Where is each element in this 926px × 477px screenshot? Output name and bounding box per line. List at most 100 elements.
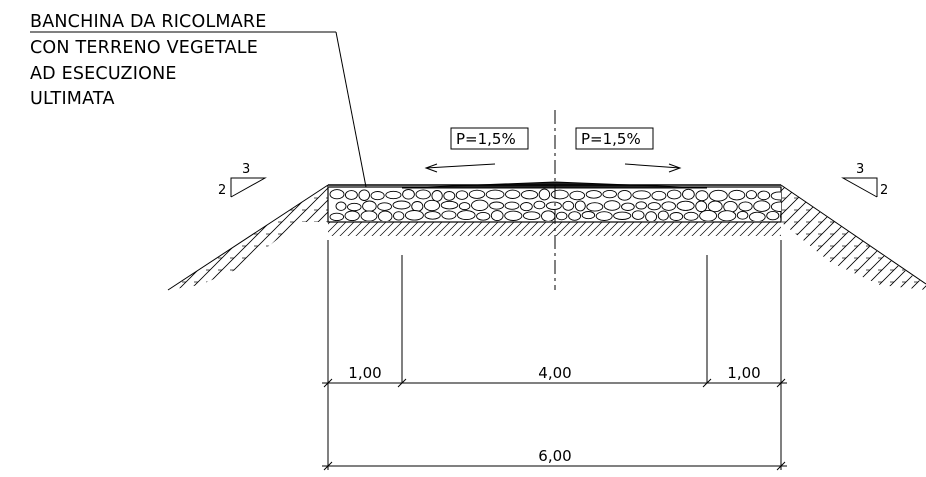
stone — [676, 200, 695, 211]
note-block: BANCHINA DA RICOLMARE CON TERRENO VEGETA… — [30, 12, 367, 188]
right-slope-line — [780, 184, 926, 285]
stone — [651, 190, 667, 201]
stone — [504, 201, 520, 210]
stone — [647, 202, 661, 211]
stone — [770, 201, 781, 212]
stone — [541, 210, 556, 221]
dim-right-shoulder: 1,00 — [727, 364, 760, 382]
embankment — [167, 184, 926, 291]
stone — [424, 211, 441, 220]
stone — [602, 189, 617, 199]
slope-left-label: P=1,5% — [456, 130, 516, 148]
stone — [770, 191, 781, 201]
stone — [780, 213, 781, 220]
dim-tick-4 — [776, 378, 786, 388]
stone — [738, 201, 753, 212]
dim-total: 6,00 — [538, 447, 571, 465]
stone — [458, 202, 471, 211]
stone — [392, 200, 411, 210]
note-line-4: ULTIMATA — [30, 89, 115, 109]
stone — [489, 201, 505, 210]
stone — [707, 200, 723, 213]
stone — [695, 190, 709, 202]
slope-right-arrow-line — [624, 163, 681, 169]
ratio-left-run: 3 — [242, 162, 250, 177]
stone — [385, 190, 402, 200]
stone — [568, 211, 582, 221]
stone — [682, 188, 695, 200]
note-line-3: AD ESECUZIONE — [30, 64, 177, 84]
slope-left-arrow-line — [425, 163, 496, 169]
stone — [457, 210, 476, 221]
dim-tick-2 — [397, 378, 407, 388]
stone — [621, 202, 635, 211]
slope-left: P=1,5% — [424, 127, 529, 173]
slope-right-label: P=1,5% — [581, 130, 641, 148]
dim-tick-1 — [323, 378, 333, 388]
stone — [753, 200, 771, 212]
stone — [699, 209, 718, 221]
stone — [520, 190, 539, 200]
stone — [585, 190, 602, 199]
right-embankment-fill — [781, 185, 926, 290]
stone — [504, 210, 523, 221]
stone — [344, 210, 360, 221]
stone — [468, 189, 486, 199]
ratio-left-triangle-icon — [230, 177, 267, 198]
stone — [555, 211, 568, 221]
dimension-row-total: 6,00 — [322, 447, 787, 471]
ratio-right-rise: 2 — [880, 183, 888, 198]
stone — [595, 211, 613, 221]
stone — [631, 210, 645, 220]
stone — [736, 210, 749, 220]
stone — [666, 189, 682, 200]
dim-carriageway: 4,00 — [538, 364, 571, 382]
stone — [728, 189, 746, 201]
stone — [766, 210, 780, 221]
stone — [695, 200, 708, 213]
stone — [329, 189, 345, 200]
stone — [505, 189, 521, 199]
stone — [538, 188, 551, 201]
stone — [471, 199, 489, 211]
embankment-ratio-left: 3 2 — [218, 162, 267, 198]
stone — [683, 211, 699, 221]
stone — [335, 201, 347, 211]
stone — [431, 190, 443, 202]
stone — [347, 202, 362, 212]
stone — [617, 189, 632, 201]
stone — [586, 202, 604, 212]
stone — [440, 200, 459, 210]
dim-tick-total-right — [776, 461, 786, 471]
stone — [360, 210, 378, 221]
stone — [657, 210, 669, 221]
slope-right: P=1,5% — [575, 127, 682, 173]
stone — [415, 189, 431, 200]
stone — [485, 189, 505, 200]
stone — [441, 210, 457, 220]
stone — [329, 212, 345, 221]
stone — [709, 189, 728, 202]
stone — [423, 199, 441, 212]
stone — [344, 190, 358, 200]
stone — [402, 189, 415, 200]
stone — [569, 190, 586, 201]
stone — [370, 191, 385, 201]
stone — [377, 210, 393, 221]
stone — [377, 202, 392, 211]
stone — [358, 189, 370, 201]
stone — [520, 202, 533, 212]
stone — [613, 211, 632, 220]
stone — [490, 210, 504, 221]
extension-lines — [327, 240, 782, 470]
stone-base-aggregate — [329, 188, 781, 221]
slope-right-arrowhead-icon — [668, 163, 682, 173]
stone — [745, 190, 757, 200]
stone — [748, 211, 766, 221]
left-slope-line — [167, 184, 329, 291]
note-line-1: BANCHINA DA RICOLMARE — [30, 12, 267, 32]
stone — [393, 211, 405, 221]
ratio-right-triangle-icon — [841, 177, 878, 198]
pavement-layer — [327, 181, 782, 223]
